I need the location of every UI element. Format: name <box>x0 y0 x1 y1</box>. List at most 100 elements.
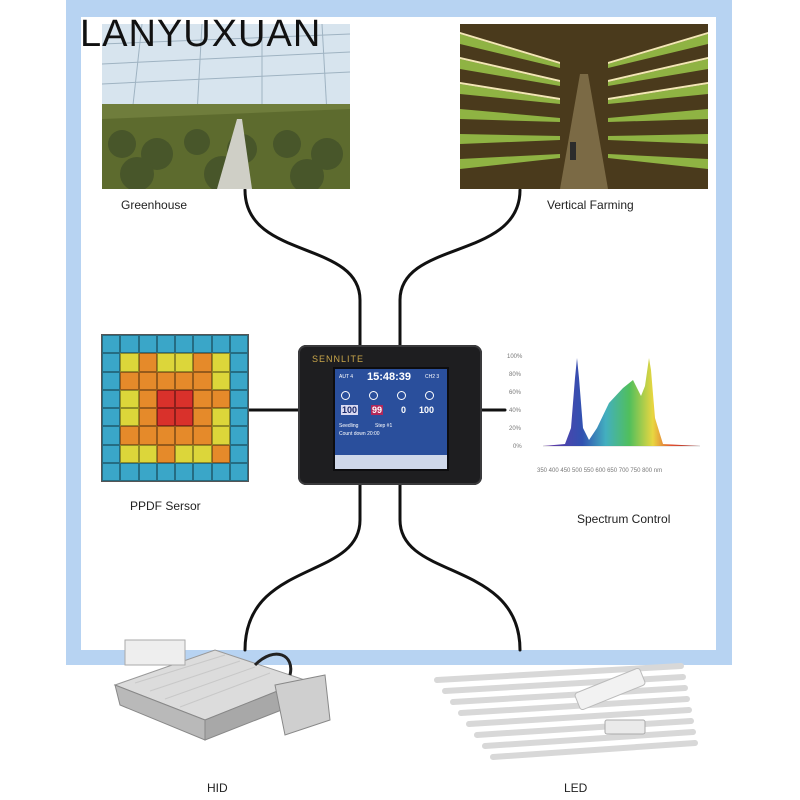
frame-left-bar <box>66 0 81 665</box>
heatmap-cell <box>102 408 121 427</box>
heatmap-cell <box>193 371 212 390</box>
heatmap-cell <box>102 444 121 463</box>
heatmap-cell <box>175 408 194 427</box>
heatmap-cell <box>175 426 194 445</box>
y-tick-80: 80% <box>509 372 522 378</box>
led-bar <box>482 729 696 749</box>
spectrum-control-caption: Spectrum Control <box>577 512 671 526</box>
channel-knob-icon <box>397 391 406 400</box>
heatmap-cell <box>120 389 139 408</box>
heatmap-cell <box>138 335 157 354</box>
heatmap-cell <box>156 389 175 408</box>
heatmap-cell <box>229 444 248 463</box>
heatmap-cell <box>138 353 157 372</box>
heatmap-cell <box>156 462 175 481</box>
heatmap-cell <box>120 462 139 481</box>
heatmap-cell <box>102 371 121 390</box>
heatmap-cell <box>175 462 194 481</box>
led-bar <box>474 718 694 738</box>
heatmap-cell <box>211 335 230 354</box>
heatmap-cell <box>193 408 212 427</box>
heatmap-cell <box>175 444 194 463</box>
greenhouse-caption: Greenhouse <box>121 198 188 212</box>
heatmap-cell <box>175 389 194 408</box>
heatmap-cell <box>193 353 212 372</box>
heatmap-cell <box>138 408 157 427</box>
y-tick-40: 40% <box>509 408 522 414</box>
heatmap-cell <box>229 335 248 354</box>
heatmap-cell <box>120 371 139 390</box>
heatmap-cell <box>229 389 248 408</box>
heatmap-cell <box>156 335 175 354</box>
heatmap-cell <box>138 371 157 390</box>
hid-fixture-photo <box>95 625 340 775</box>
channel-value-4: 100 <box>419 405 435 415</box>
heatmap-cell <box>102 389 121 408</box>
heatmap-cell <box>229 408 248 427</box>
channel-knob-icon <box>369 391 378 400</box>
heatmap-cell <box>211 389 230 408</box>
brand-title: LANYUXUAN <box>80 13 322 55</box>
led-bar <box>490 740 698 760</box>
screen-top-right: CH2 3 <box>425 374 440 380</box>
heatmap-cell <box>193 462 212 481</box>
heatmap-cell <box>138 426 157 445</box>
device-logo: SENNLITE <box>312 354 365 364</box>
heatmap-cell <box>211 353 230 372</box>
device-screen: AUT 4 15:48:39 CH2 3 100 99 0 100 Seedli… <box>333 367 449 471</box>
heatmap-cell <box>211 371 230 390</box>
channel-knob-icon <box>425 391 434 400</box>
y-tick-100: 100% <box>507 354 523 360</box>
heatmap-cell <box>229 462 248 481</box>
frame-right-bar <box>716 0 732 665</box>
heatmap-cell <box>156 371 175 390</box>
channel-value-1: 100 <box>341 405 359 415</box>
y-tick-60: 60% <box>509 390 522 396</box>
vertical-farming-photo <box>460 24 708 189</box>
channel-value-3: 0 <box>401 405 407 415</box>
screen-step: Step #1 <box>375 423 393 429</box>
heatmap-cell <box>175 371 194 390</box>
heatmap-cell <box>102 353 121 372</box>
heatmap-cell <box>175 335 194 354</box>
heatmap-cell <box>156 353 175 372</box>
screen-mode: Seedling <box>339 423 359 429</box>
heatmap-cell <box>120 353 139 372</box>
heatmap-cell <box>156 444 175 463</box>
led-bar <box>458 696 690 716</box>
heatmap-cell <box>229 353 248 372</box>
heatmap-cell <box>138 389 157 408</box>
screen-time: 15:48:39 <box>367 371 412 383</box>
ppdf-sensor-caption: PPDF Sersor <box>130 499 201 513</box>
heatmap-cell <box>193 444 212 463</box>
y-tick-0: 0% <box>513 444 522 450</box>
heatmap-cell <box>229 426 248 445</box>
heatmap-cell <box>211 426 230 445</box>
heatmap-cell <box>120 444 139 463</box>
heatmap-cell <box>175 353 194 372</box>
heatmap-cell <box>102 462 121 481</box>
frame-top-bar <box>66 0 730 17</box>
greenhouse-photo <box>102 24 350 189</box>
channel-value-2: 99 <box>371 405 384 415</box>
screen-bottom-strip <box>335 455 447 469</box>
hid-caption: HID <box>207 781 228 795</box>
heatmap-cell <box>120 408 139 427</box>
heatmap-cell <box>102 426 121 445</box>
vertical-farming-caption: Vertical Farming <box>547 198 634 212</box>
led-bar <box>434 663 684 683</box>
heatmap-cell <box>229 371 248 390</box>
heatmap-cell <box>211 444 230 463</box>
heatmap-cell <box>138 444 157 463</box>
heatmap-cell <box>211 408 230 427</box>
heatmap-cell <box>193 426 212 445</box>
led-fixture-photo <box>425 660 715 775</box>
heatmap-cell <box>193 389 212 408</box>
led-bar <box>466 707 692 727</box>
heatmap-cell <box>156 426 175 445</box>
led-bar <box>450 685 688 705</box>
screen-top-left: AUT 4 <box>339 374 354 380</box>
led-caption: LED <box>564 781 588 795</box>
heatmap-cell <box>193 335 212 354</box>
